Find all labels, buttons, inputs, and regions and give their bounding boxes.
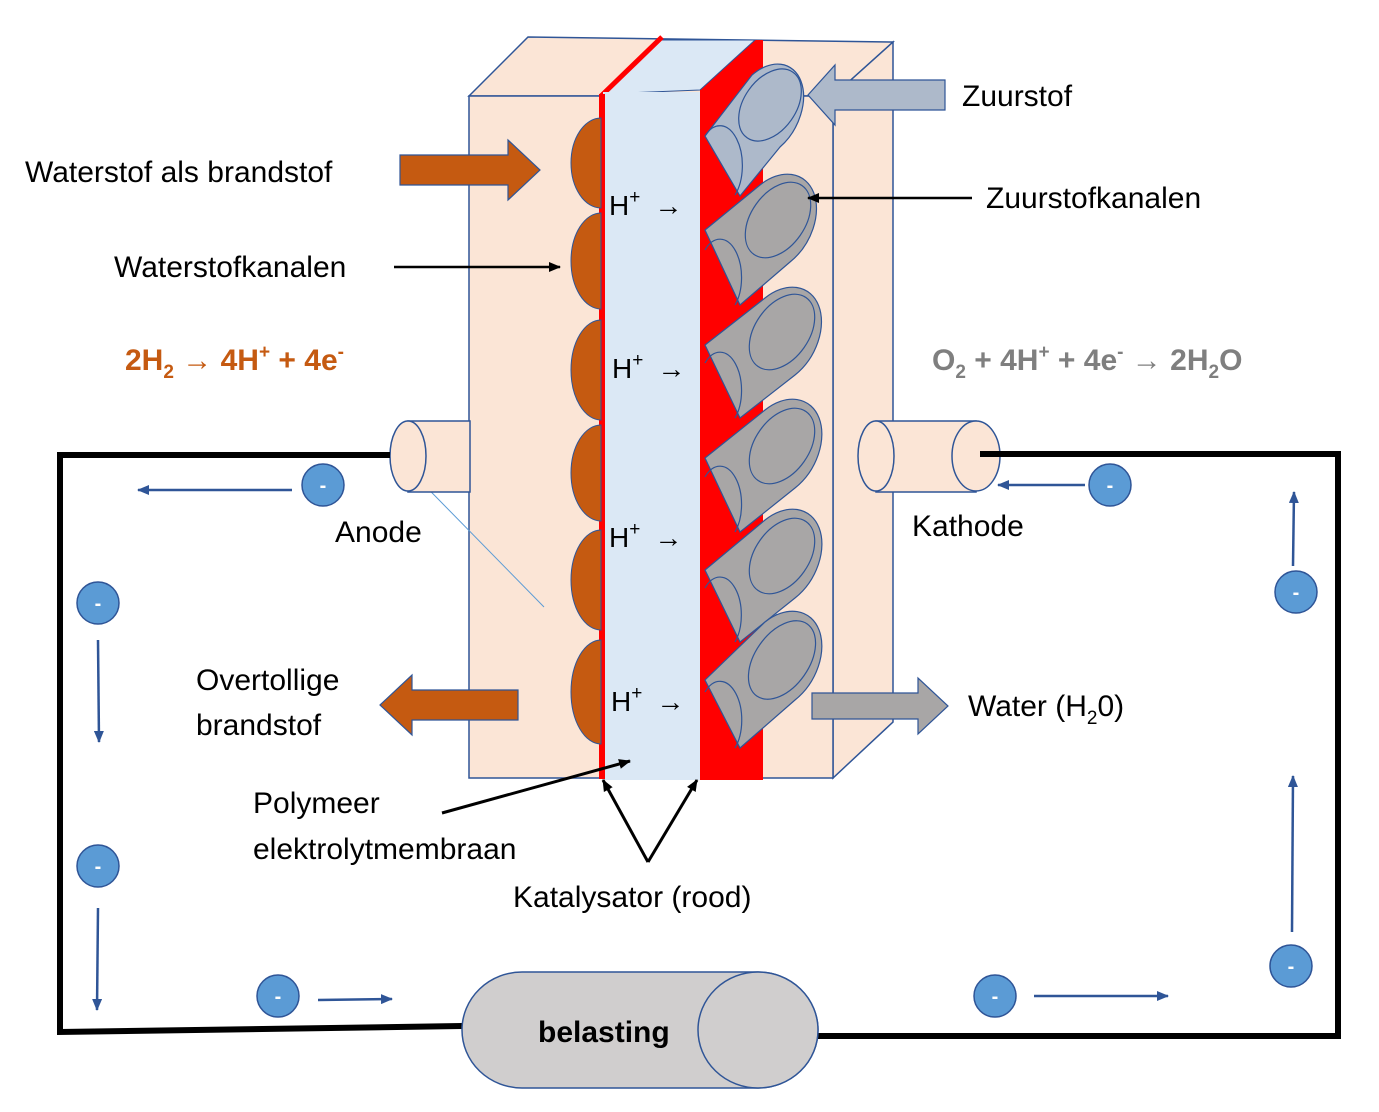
catalyst-top-right <box>700 40 763 90</box>
electron: - <box>256 974 300 1018</box>
proton-label: H+→ <box>612 350 685 384</box>
oxygen-channel <box>704 173 818 306</box>
oxygen-channels <box>704 63 823 749</box>
electron: - <box>1269 944 1313 988</box>
load-resistor: belasting <box>461 971 819 1089</box>
anode-label: Anode <box>335 516 422 549</box>
anode-reaction-equation: 2H2 → 4H+ + 4e- <box>125 342 344 383</box>
svg-text:-: - <box>1293 582 1300 604</box>
hydrogen-channel <box>570 639 602 745</box>
catalyst-top-left <box>599 35 664 98</box>
svg-text:-: - <box>320 475 327 497</box>
load-label: belasting <box>538 1016 670 1049</box>
proton-labels: H+→ H+→ H+→ H+→ <box>609 187 685 717</box>
membrane-label-line1: Polymeer <box>253 787 380 820</box>
proton-label: H+→ <box>609 187 682 221</box>
electron-flow-arrow <box>92 907 103 1011</box>
circuit-wire-right <box>766 451 1341 1039</box>
catalyst-anode <box>599 94 605 779</box>
svg-text:-: - <box>95 856 102 878</box>
hydrogen-channel <box>570 424 602 522</box>
water-label: Water (H20) <box>968 690 1124 729</box>
hydrogen-inlet-arrow <box>399 138 541 202</box>
catalyst-label: Katalysator (rood) <box>513 881 751 914</box>
catalyst-pointer-right <box>646 779 699 863</box>
hydrogen-channel <box>570 319 602 421</box>
electron: - <box>1274 570 1318 614</box>
hydrogen-channels <box>570 117 602 745</box>
membrane-pointer <box>441 759 631 815</box>
oxygen-channel-inlet <box>704 63 805 198</box>
hydrogen-fuel-label: Waterstof als brandstof <box>25 156 333 189</box>
electron: - <box>76 844 120 888</box>
oxygen-inlet-arrow <box>807 63 946 127</box>
svg-text:-: - <box>275 986 282 1008</box>
membrane-label-line2: elektrolytmembraan <box>253 833 516 866</box>
electron-flow-arrows <box>92 480 1299 1011</box>
electron: - <box>1088 463 1132 507</box>
excess-fuel-arrow <box>379 673 519 737</box>
anode-terminal <box>389 420 471 493</box>
oxygen-channel <box>704 508 823 643</box>
electron-flow-arrow <box>1287 775 1298 933</box>
oxygen-channel <box>704 286 823 419</box>
water-outlet-arrow <box>811 676 949 736</box>
hydrogen-channel <box>570 212 602 310</box>
cathode-reaction-equation: O2 + 4H+ + 4e- → 2H2O <box>932 342 1242 383</box>
polymer-membrane <box>603 92 700 780</box>
electron: - <box>301 463 345 507</box>
circuit-wire-left <box>57 452 463 1036</box>
oxygen-channel <box>704 398 823 533</box>
electron-flow-arrow <box>93 639 104 743</box>
catalyst-pointer-left <box>601 779 650 863</box>
oxygen-channels-label: Zuurstofkanalen <box>986 182 1201 215</box>
electron-flow-arrow <box>1288 491 1299 567</box>
electron: - <box>973 974 1017 1018</box>
svg-text:-: - <box>95 593 102 615</box>
proton-label: H+→ <box>611 683 684 717</box>
electron: - <box>76 581 120 625</box>
cathode-label: Kathode <box>912 510 1024 543</box>
svg-text:-: - <box>1107 475 1114 497</box>
electron-flow-arrow <box>317 994 393 1005</box>
excess-fuel-label-line1: Overtollige <box>196 664 339 697</box>
svg-text:-: - <box>1288 956 1295 978</box>
oxygen-channel <box>704 610 823 749</box>
hydrogen-channel <box>570 117 602 209</box>
oxygen-label: Zuurstof <box>962 80 1073 113</box>
housing-side-face <box>832 40 894 780</box>
hydrogen-channel <box>570 529 602 631</box>
excess-fuel-label-line2: brandstof <box>196 709 322 742</box>
electrons: - - - - - - - - <box>76 463 1318 1018</box>
hydrogen-channels-label: Waterstofkanalen <box>114 251 346 284</box>
svg-text:-: - <box>992 986 999 1008</box>
cathode-terminal <box>857 420 1001 493</box>
proton-label: H+→ <box>609 519 682 553</box>
